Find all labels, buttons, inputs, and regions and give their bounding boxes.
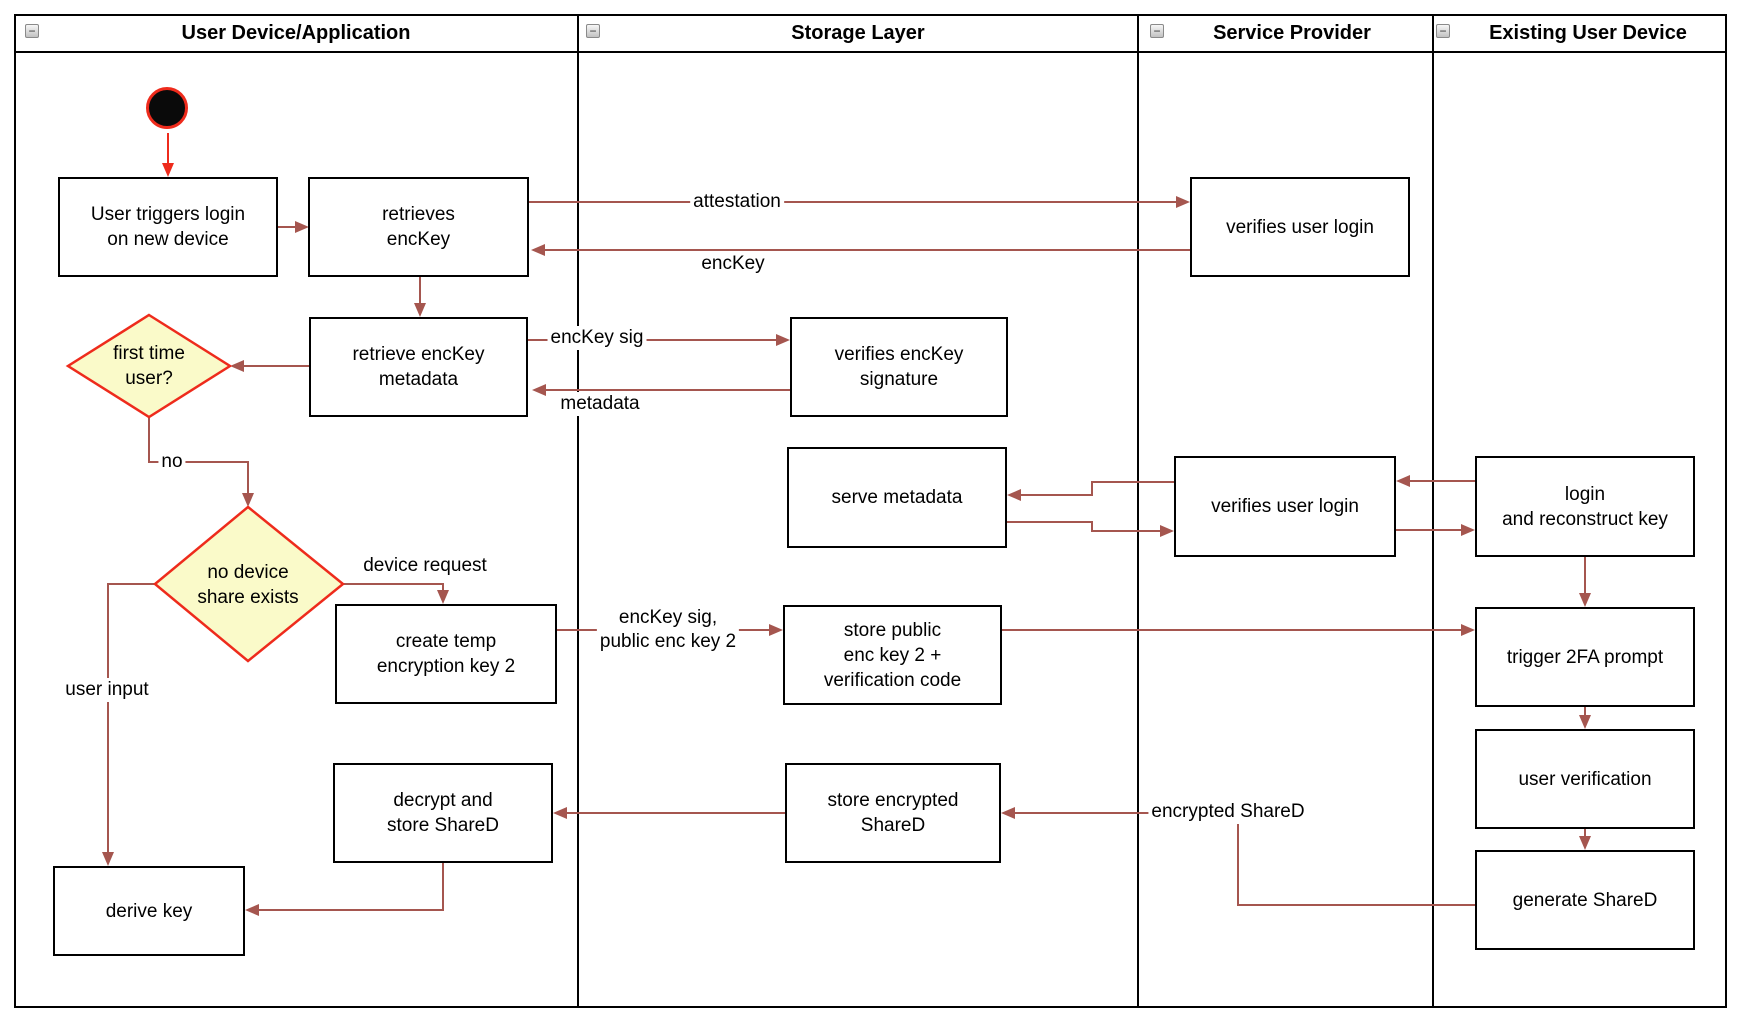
start-node[interactable] [146, 87, 188, 129]
edge-label-encrypted-shared[interactable]: encrypted ShareD [1148, 800, 1308, 824]
node-derive-key[interactable]: derive key [53, 866, 245, 956]
lane-title-existing-device[interactable]: Existing User Device [1489, 22, 1687, 44]
collapse-icon[interactable]: − [25, 24, 39, 38]
node-retrieves-enckey[interactable]: retrieves encKey [308, 177, 529, 277]
node-user-triggers-login[interactable]: User triggers login on new device [58, 177, 278, 277]
collapse-icon[interactable]: − [1436, 24, 1450, 38]
node-store-encrypted-shared[interactable]: store encrypted ShareD [785, 763, 1001, 863]
node-generate-shared[interactable]: generate ShareD [1475, 850, 1695, 950]
decision-no-device-share-label: no device share exists [197, 562, 299, 608]
edge-label-user-input[interactable]: user input [62, 678, 152, 702]
node-create-temp-key[interactable]: create temp encryption key 2 [335, 604, 557, 704]
lane-border-1 [577, 14, 579, 1008]
edge-label-attestation[interactable]: attestation [690, 190, 784, 214]
decision-first-time-user-label: first time user? [113, 343, 185, 389]
node-verifies-enckey-signature[interactable]: verifies encKey signature [790, 317, 1008, 417]
edge-label-device-request[interactable]: device request [360, 554, 490, 578]
node-verifies-user-login-2[interactable]: verifies user login [1174, 456, 1396, 557]
lane-title-service-provider[interactable]: Service Provider [1213, 22, 1371, 44]
lane-border-3 [1432, 14, 1434, 1008]
node-retrieve-enckey-metadata[interactable]: retrieve encKey metadata [309, 317, 528, 417]
edge-label-metadata[interactable]: metadata [557, 392, 643, 416]
diagram-outer-frame [14, 14, 1727, 1008]
edge-label-enckey-sig[interactable]: encKey sig [547, 326, 647, 350]
edge-label-enckey-sig-pub[interactable]: encKey sig, public enc key 2 [596, 606, 740, 654]
lane-title-storage-layer[interactable]: Storage Layer [791, 22, 925, 44]
edge-label-no[interactable]: no [158, 450, 186, 474]
node-decrypt-store-shared[interactable]: decrypt and store ShareD [333, 763, 553, 863]
node-user-verification[interactable]: user verification [1475, 729, 1695, 829]
edge-label-enckey[interactable]: encKey [698, 252, 768, 276]
node-login-reconstruct-key[interactable]: login and reconstruct key [1475, 456, 1695, 557]
node-trigger-2fa-prompt[interactable]: trigger 2FA prompt [1475, 607, 1695, 707]
node-store-public-key[interactable]: store public enc key 2 + verification co… [783, 605, 1002, 705]
lane-border-2 [1137, 14, 1139, 1008]
node-verifies-user-login-1[interactable]: verifies user login [1190, 177, 1410, 277]
node-serve-metadata[interactable]: serve metadata [787, 447, 1007, 548]
lane-title-user-device[interactable]: User Device/Application [181, 22, 411, 44]
lane-header-separator [14, 51, 1727, 53]
collapse-icon[interactable]: − [586, 24, 600, 38]
collapse-icon[interactable]: − [1150, 24, 1164, 38]
